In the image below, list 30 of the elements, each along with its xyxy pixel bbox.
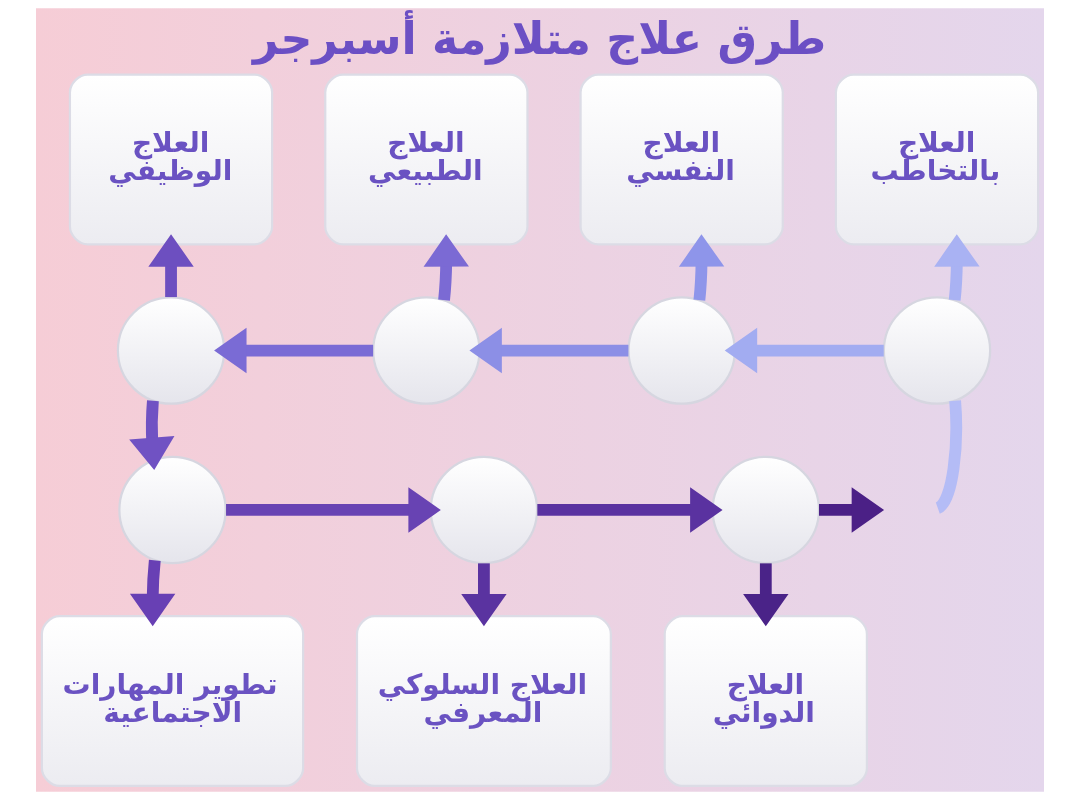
node-box: العلاج بالتخاطب — [834, 73, 1040, 246]
arrow — [678, 234, 725, 301]
arrow — [148, 234, 194, 298]
arrow — [819, 487, 885, 533]
node-circle — [711, 455, 821, 565]
node-box: العلاج السلوكي المعرفي — [355, 615, 612, 788]
node-box: العلاج الوظيفي — [68, 73, 274, 246]
arrow — [724, 327, 884, 374]
node-box: العلاج النفسي — [579, 73, 784, 246]
arrow — [461, 563, 507, 627]
diagram-title: طرق علاج متلازمة أسبرجر — [252, 12, 827, 64]
node-circle — [429, 455, 539, 565]
arrow — [129, 400, 175, 471]
node-box: العلاج الدوائي — [663, 615, 868, 788]
node-circle — [627, 296, 736, 405]
node-box: العلاج الطبيعي — [324, 73, 529, 246]
arrow — [226, 487, 441, 533]
node-circle — [372, 296, 481, 405]
arrow — [129, 559, 176, 627]
node-circle — [118, 455, 227, 565]
connector — [934, 400, 963, 513]
arrow — [469, 327, 629, 374]
node-circle — [116, 296, 226, 405]
arrow — [743, 563, 789, 627]
arrow — [214, 327, 374, 374]
node-box: تطوير المهارات الاجتماعية — [40, 615, 305, 788]
arrow — [423, 234, 469, 301]
arrow — [537, 487, 723, 533]
arrow — [934, 234, 980, 301]
node-circle — [882, 296, 992, 405]
